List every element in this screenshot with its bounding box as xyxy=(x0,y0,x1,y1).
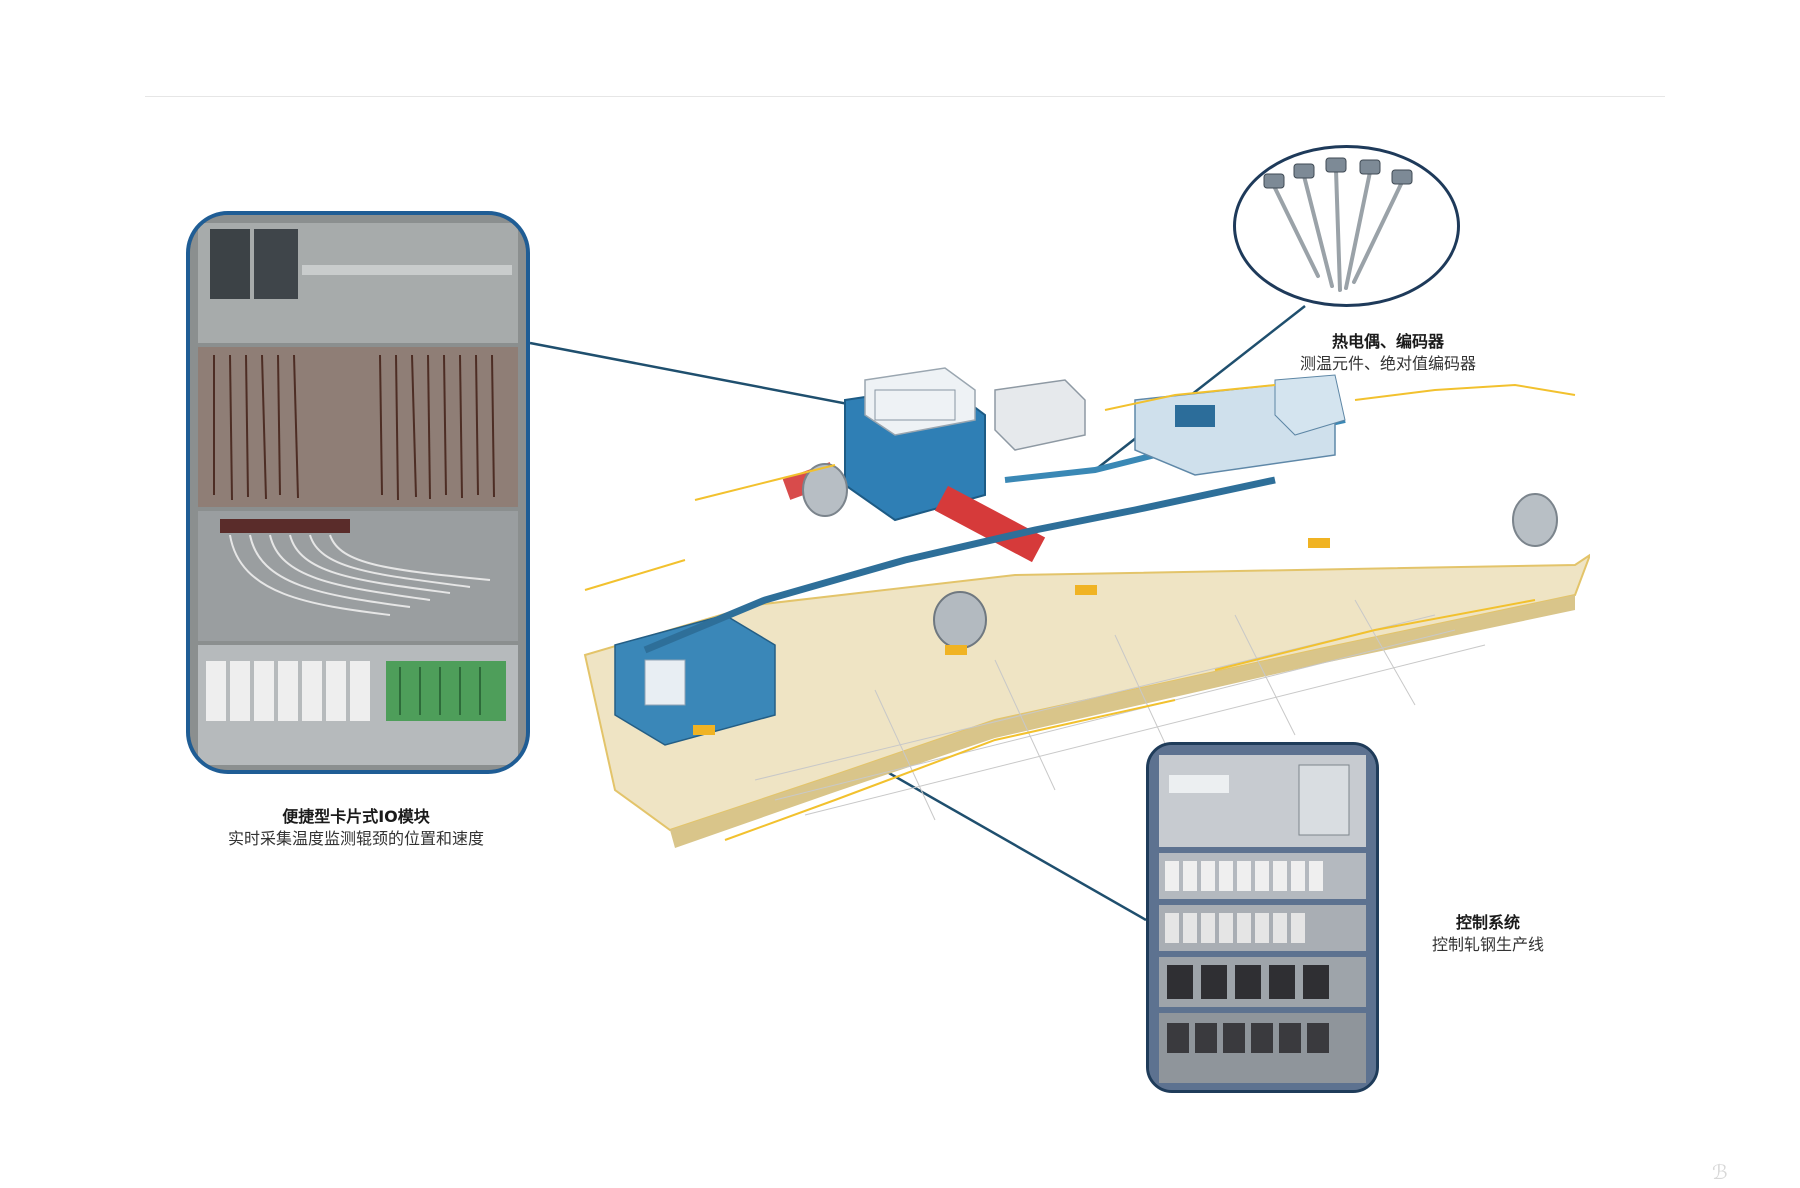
rolling-mill-illustration xyxy=(583,367,1590,848)
io-module-label: 便捷型卡片式IO模块 实时采集温度监测辊颈的位置和速度 xyxy=(196,806,516,850)
thermocouple-heads xyxy=(1263,157,1413,189)
io-module-photo xyxy=(186,211,530,774)
coil-cart-1 xyxy=(945,645,967,655)
io-module-title: 便捷型卡片式IO模块 xyxy=(282,807,430,826)
thermocouple-subtitle: 测温元件、绝对值编码器 xyxy=(1299,354,1476,373)
mill-frame xyxy=(874,389,956,421)
secondary-housing xyxy=(994,379,1086,451)
safety-railings xyxy=(584,383,1576,841)
coil-left xyxy=(802,463,848,517)
control-cabinet-graphic xyxy=(1149,745,1376,1090)
thermocouple-graphic xyxy=(1263,157,1413,292)
thermocouple-probes xyxy=(1272,168,1404,292)
leader-line-io xyxy=(529,341,891,414)
control-system-title: 控制系统 xyxy=(1455,913,1520,932)
coil-cart-2 xyxy=(1075,585,1097,595)
leader-line-thermocouple xyxy=(1094,305,1306,471)
top-divider xyxy=(145,96,1665,97)
watermark-icon: ℬ xyxy=(1712,1160,1728,1184)
exit-unit xyxy=(1274,374,1346,436)
terminal-block xyxy=(220,519,350,533)
io-cabinet-graphic xyxy=(190,215,526,770)
wire-bundle-lower xyxy=(229,534,491,616)
control-system-subtitle: 控制轧钢生产线 xyxy=(1431,935,1544,954)
coil-cart-3 xyxy=(1308,538,1330,548)
contactor-row-2 xyxy=(1167,1023,1329,1053)
roller-table-red xyxy=(934,485,1046,563)
main-conveyor xyxy=(643,476,1276,654)
relay-row-2 xyxy=(1165,913,1305,943)
coil-cart-4 xyxy=(693,725,715,735)
floor-edge xyxy=(670,595,1575,848)
control-system-label: 控制系统 控制轧钢生产线 xyxy=(1388,912,1588,956)
floor-grid xyxy=(754,599,1486,821)
plc-unit xyxy=(1298,764,1350,836)
wire-bundle-upper xyxy=(213,354,495,501)
entry-cabinet xyxy=(644,659,686,706)
power-supply-1 xyxy=(210,229,250,299)
relay-row-1 xyxy=(1165,861,1323,891)
thermocouple-photo xyxy=(1233,145,1460,307)
coiler-motor xyxy=(1175,405,1215,427)
thermocouple-title: 热电偶、编码器 xyxy=(1331,332,1444,351)
coil-right xyxy=(1512,493,1558,547)
thermocouple-label: 热电偶、编码器 测温元件、绝对值编码器 xyxy=(1268,331,1508,375)
mill-housing xyxy=(864,367,976,436)
io-card-modules xyxy=(386,661,506,721)
coil-center xyxy=(933,591,987,649)
power-supply-2 xyxy=(254,229,298,299)
io-module-subtitle: 实时采集温度监测辊颈的位置和速度 xyxy=(227,829,484,848)
breaker-row xyxy=(206,661,370,721)
control-system-photo xyxy=(1146,742,1379,1093)
contactor-row xyxy=(1167,965,1329,999)
